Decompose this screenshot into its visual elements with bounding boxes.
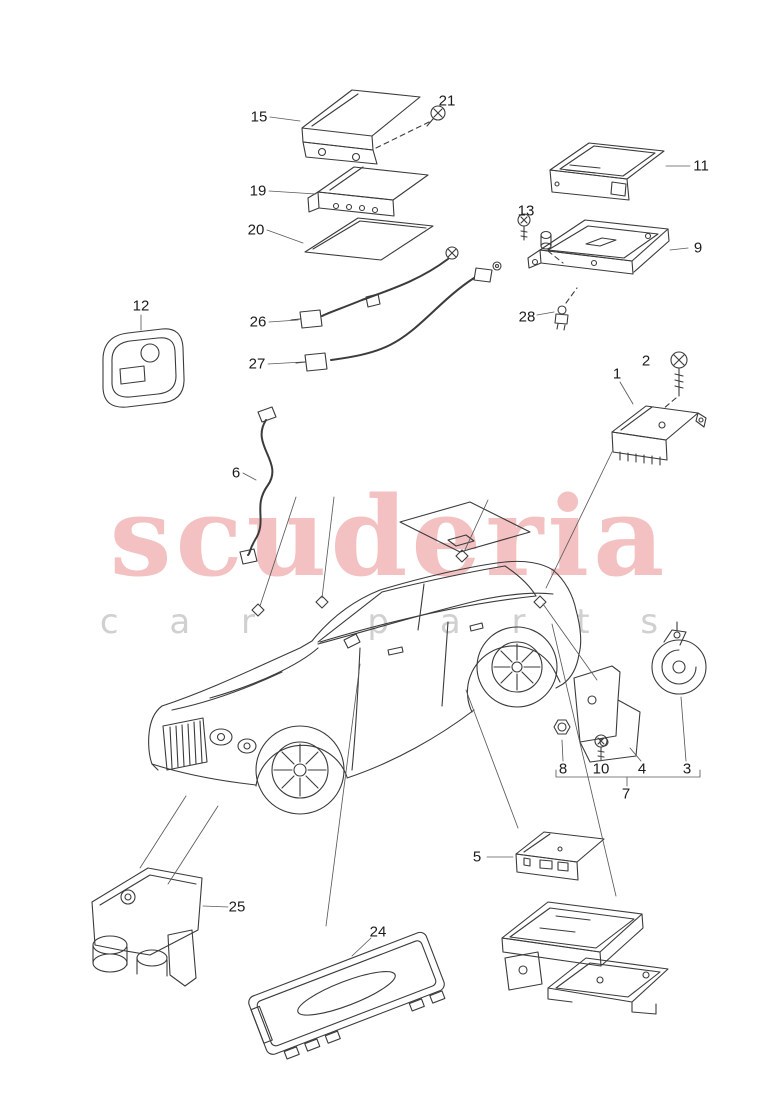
callout-24: 24 [369,923,387,941]
part-11-control-unit [549,142,665,201]
callout-19: 19 [249,182,267,200]
part-19-control-module [307,166,429,217]
locator-lines [139,451,617,927]
part-2-screw [662,351,688,410]
part-27-wiring-harness [295,261,502,372]
callout-10: 10 [592,760,610,778]
callout-2: 2 [641,352,651,370]
part-8-nut [553,719,571,735]
part-3-horn [651,621,707,695]
part-1-control-module [611,405,707,466]
part-15-cover-bracket [301,89,421,165]
part-28-clip [554,287,578,331]
callout-20: 20 [247,221,265,239]
part-20-base-plate [304,217,434,261]
callout-26: 26 [249,313,267,331]
part-24-long-module [248,931,446,1060]
callout-8: 8 [558,760,568,778]
callout-7: 7 [621,785,631,803]
callout-5: 5 [472,848,482,866]
callout-3: 3 [682,760,692,778]
bottom-right-tray-assembly [501,901,669,1015]
car-illustration [148,501,582,815]
callout-28: 28 [518,308,536,326]
part-5-control-module [515,831,605,881]
callout-6: 6 [231,464,241,482]
part-26-wiring-harness [290,246,459,329]
part-9-mounting-tray [527,219,670,275]
part-13-screw [517,213,564,264]
callout-27: 27 [248,355,266,373]
callout-15: 15 [250,108,268,126]
part-12-remote-fob [102,328,185,408]
callout-21: 21 [438,92,456,110]
callout-leader-lines [140,116,701,957]
callout-1: 1 [612,365,622,383]
part-6-antenna-cable [239,406,277,565]
callout-13: 13 [517,202,535,220]
part-21-screw [375,105,446,149]
callout-11: 11 [693,157,709,175]
callout-9: 9 [693,239,703,257]
part-25-siren-assembly [91,867,203,987]
callout-12: 12 [132,297,150,315]
callout-25: 25 [228,898,246,916]
callout-4: 4 [637,760,647,778]
